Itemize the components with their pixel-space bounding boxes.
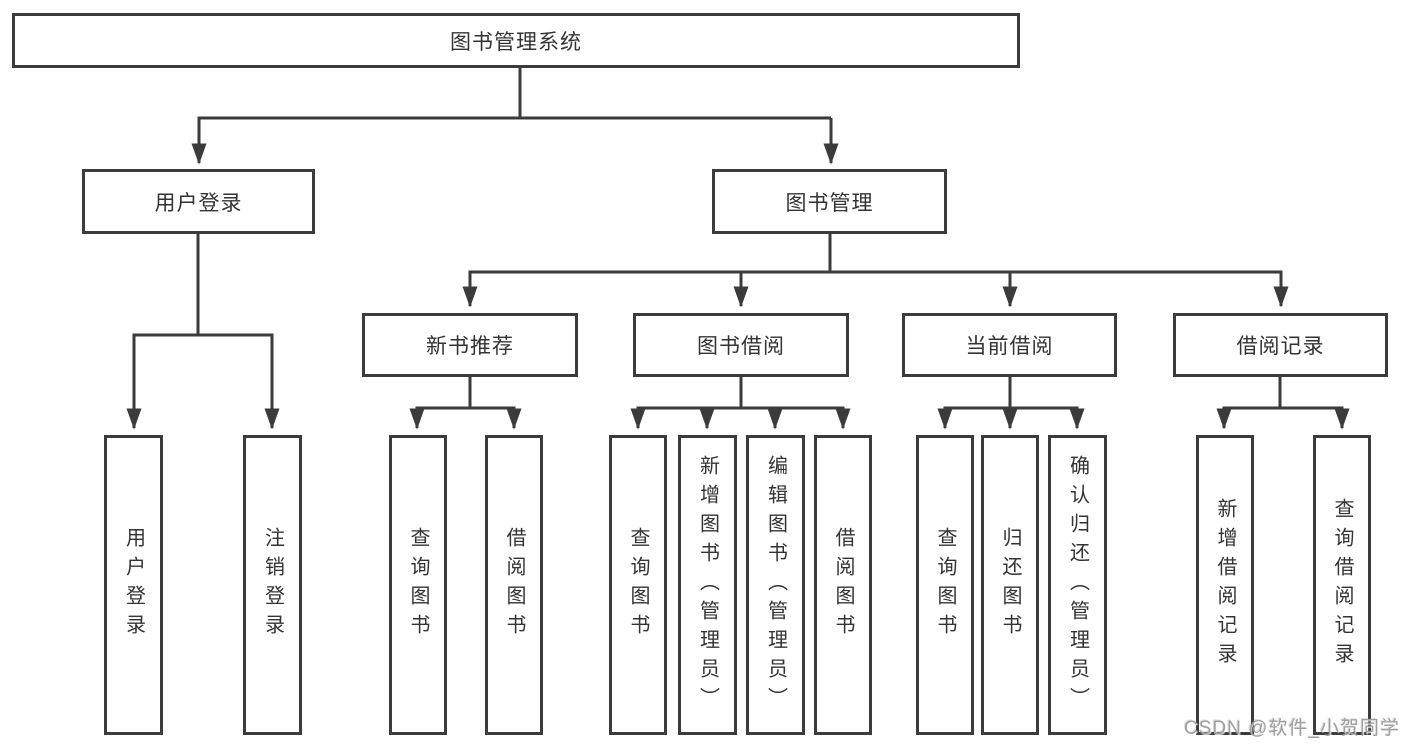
node-root-library-management-system: 图书管理系统 bbox=[12, 13, 1020, 68]
leaf-query-books-borrowing: 查询图书 bbox=[609, 435, 667, 735]
leaf-borrow-books: 借阅图书 bbox=[814, 435, 872, 735]
leaf-confirm-return-admin: 确认归还（管理员） bbox=[1048, 435, 1107, 735]
node-current-borrowing: 当前借阅 bbox=[902, 313, 1117, 377]
leaf-logout: 注销登录 bbox=[243, 435, 302, 735]
leaf-query-books-recommend: 查询图书 bbox=[389, 435, 447, 735]
leaf-query-borrow-record: 查询借阅记录 bbox=[1313, 435, 1371, 735]
node-book-management: 图书管理 bbox=[712, 169, 947, 234]
leaf-user-login: 用户登录 bbox=[104, 435, 163, 735]
leaf-borrow-books-recommend: 借阅图书 bbox=[485, 435, 543, 735]
leaf-edit-books-admin: 编辑图书（管理员） bbox=[746, 435, 805, 735]
node-user-login: 用户登录 bbox=[82, 169, 315, 234]
leaf-return-books: 归还图书 bbox=[981, 435, 1039, 735]
node-borrowing-records: 借阅记录 bbox=[1173, 313, 1388, 377]
node-new-book-recommend: 新书推荐 bbox=[362, 313, 578, 377]
csdn-watermark: CSDN @软件_小贺同学 bbox=[1184, 718, 1400, 739]
leaf-add-borrow-record: 新增借阅记录 bbox=[1196, 435, 1254, 735]
leaf-query-books-current: 查询图书 bbox=[916, 435, 974, 735]
node-book-borrowing: 图书借阅 bbox=[633, 313, 849, 377]
leaf-add-books-admin: 新增图书（管理员） bbox=[678, 435, 737, 735]
